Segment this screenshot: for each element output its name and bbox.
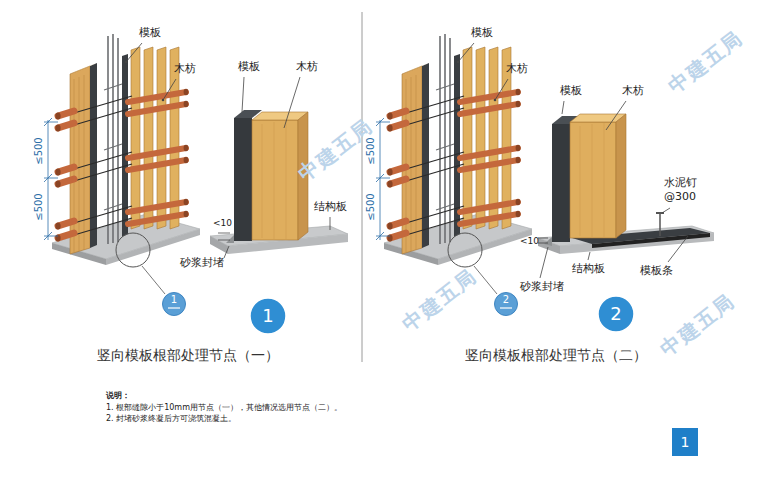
part-label: 模板 (471, 26, 493, 40)
leader-line (224, 246, 229, 258)
note-text: 2. 封堵砂浆终凝后方可浇筑混凝土。 (106, 414, 236, 424)
leader-line (588, 252, 590, 260)
marker-bar (168, 307, 180, 308)
part-label: 水泥钉 @300 (664, 176, 704, 204)
dimension-ticks (538, 238, 548, 243)
part-label: 模板 (139, 26, 161, 40)
dimension-label: ≤500 (365, 193, 376, 220)
dimension-label: ≤500 (33, 193, 44, 220)
formwork-illustration (376, 34, 532, 294)
formwork-panel (552, 124, 570, 242)
watermark: 中建五局 (656, 288, 741, 362)
watermark: 中建五局 (664, 25, 749, 99)
node-number: 1 (681, 434, 690, 450)
mortar-seal (226, 235, 234, 243)
part-label: 砂浆封堵 (180, 256, 224, 270)
detail-two (538, 101, 714, 278)
node-number: 2 (610, 304, 621, 324)
node-number: 2 (494, 294, 518, 306)
timber-block (570, 122, 616, 238)
part-label: 木枋 (506, 62, 528, 76)
formwork-panel (234, 118, 252, 241)
detail-callout-marker: 2 (494, 292, 518, 316)
figure-caption: 竖向模板根部处理节点（一） (97, 347, 279, 365)
detail-number-circle: 2 (597, 295, 635, 333)
part-label: 结构板 (314, 200, 347, 214)
part-label: 木枋 (174, 62, 196, 76)
leader-line (284, 77, 300, 128)
formwork-illustration (44, 34, 200, 294)
timber-block (252, 120, 298, 240)
dimension-label: ≤500 (33, 137, 44, 164)
detail-callout-marker: 1 (162, 292, 186, 316)
divider-line (362, 12, 363, 362)
leader-line (662, 208, 670, 213)
leader-line (606, 101, 626, 130)
part-label: 木枋 (296, 60, 318, 74)
part-label: 模板条 (640, 264, 673, 278)
node-number: 1 (262, 306, 273, 326)
part-label: 模板 (238, 60, 260, 74)
timber-block (616, 114, 626, 238)
detail-number-circle: 1 (249, 297, 287, 335)
node-number: 1 (162, 294, 186, 306)
detail-number-fill (598, 296, 634, 332)
dimension-label: <10 (213, 218, 232, 229)
leader-line (562, 101, 564, 114)
note-text: 1. 根部缝隙小于10mm用节点（一），其他情况选用节点（二）。 (106, 403, 342, 413)
dimension-label: <10 (520, 236, 539, 247)
marker-fill (495, 293, 518, 316)
leader-line (540, 247, 548, 278)
marker-fill (163, 293, 186, 316)
leader-line (242, 77, 244, 112)
part-label: 木枋 (622, 84, 644, 98)
marker-bar (500, 307, 512, 308)
notes-heading: 说明： (106, 391, 130, 401)
part-label: 砂浆封堵 (520, 280, 564, 294)
part-label: 模板 (560, 84, 582, 98)
leader-line (330, 217, 331, 230)
part-label: 结构板 (572, 262, 605, 276)
leader-line (668, 236, 688, 262)
detail-number-fill (250, 298, 286, 334)
wood-grain (262, 121, 286, 239)
figure-caption: 竖向模板根部处理节点（二） (465, 347, 647, 365)
wood-grain (580, 123, 604, 237)
concrete-nail (659, 214, 661, 236)
dimension-ticks (218, 233, 230, 240)
watermark: 中建五局 (398, 263, 483, 337)
structural-slab (210, 236, 228, 254)
page-number-fill (672, 428, 698, 456)
page-number-box: 1 (672, 428, 698, 456)
